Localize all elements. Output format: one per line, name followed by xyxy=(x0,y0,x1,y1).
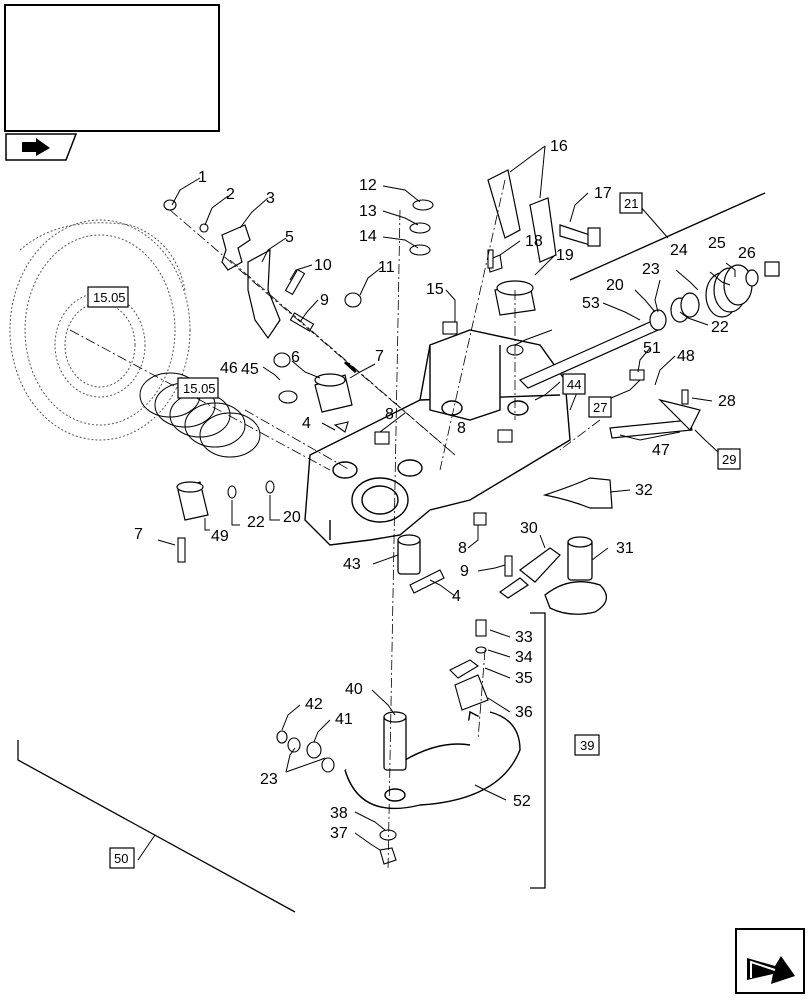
callout-15: 15 xyxy=(426,281,444,298)
callout-9: 9 xyxy=(320,292,329,309)
callout-7a: 7 xyxy=(375,348,384,365)
callout-33: 33 xyxy=(515,629,533,646)
callout-26: 26 xyxy=(738,245,756,262)
callout-46: 46 xyxy=(220,360,238,377)
callout-9b: 9 xyxy=(460,563,469,580)
thumbnail-frame[interactable] xyxy=(4,4,220,132)
callout-48: 48 xyxy=(677,348,695,365)
callout-35: 35 xyxy=(515,670,533,687)
callout-12: 12 xyxy=(359,177,377,194)
callout-8b: 8 xyxy=(457,420,466,437)
lift-body xyxy=(304,329,571,546)
callout-13: 13 xyxy=(359,203,377,220)
callout-23b: 23 xyxy=(260,771,278,788)
callout-18: 18 xyxy=(525,233,543,250)
callout-53: 53 xyxy=(582,295,600,312)
bolt-17 xyxy=(559,224,601,247)
reference-boxes: 15.05 15.05 21 44 27 29 39 50 xyxy=(87,192,741,869)
callout-8c: 8 xyxy=(458,540,467,557)
callout-1: 1 xyxy=(198,169,207,186)
callout-47: 47 xyxy=(652,442,670,459)
cam-30 xyxy=(498,547,561,599)
callout-38: 38 xyxy=(330,805,348,822)
callout-22b: 22 xyxy=(247,514,265,531)
callout-4b: 4 xyxy=(452,588,461,605)
next-page-arrow-icon[interactable] xyxy=(735,928,805,994)
callout-4a: 4 xyxy=(302,415,311,432)
callout-41: 41 xyxy=(335,711,353,728)
callout-labels: 1 2 3 5 10 9 11 12 13 14 16 17 18 19 15 … xyxy=(134,138,756,842)
callout-45: 45 xyxy=(241,361,259,378)
cam-stack-24 xyxy=(649,261,780,331)
callout-51: 51 xyxy=(643,340,661,357)
callout-10: 10 xyxy=(314,257,332,274)
ref-box-15-05b: 15.05 xyxy=(183,381,216,396)
ref-box-44: 44 xyxy=(567,377,581,392)
callout-20b: 20 xyxy=(283,509,301,526)
callout-52: 52 xyxy=(513,793,531,810)
shaft-47 xyxy=(609,398,701,439)
callout-11: 11 xyxy=(378,259,395,276)
callout-24: 24 xyxy=(670,242,688,259)
thumbnail-tab xyxy=(5,133,78,161)
ref-box-27: 27 xyxy=(593,400,607,415)
ref-box-21: 21 xyxy=(624,196,638,211)
group-brackets xyxy=(17,192,766,913)
callout-16: 16 xyxy=(550,138,568,155)
gear-housing-drawing xyxy=(9,219,191,441)
callout-31: 31 xyxy=(616,540,634,557)
bracket-16 xyxy=(487,169,557,263)
callout-23a: 23 xyxy=(642,261,660,278)
callout-14: 14 xyxy=(359,228,377,245)
callout-25: 25 xyxy=(708,235,726,252)
plate-32 xyxy=(542,477,613,509)
callout-6: 6 xyxy=(291,349,300,366)
callout-5: 5 xyxy=(285,229,294,246)
callout-28: 28 xyxy=(718,393,736,410)
callout-42: 42 xyxy=(305,696,323,713)
gear-6 xyxy=(314,373,353,413)
callout-40: 40 xyxy=(345,681,363,698)
callout-43: 43 xyxy=(343,556,361,573)
callout-3: 3 xyxy=(266,190,275,207)
small-parts xyxy=(163,199,689,865)
callout-49: 49 xyxy=(211,528,229,545)
ref-box-39: 39 xyxy=(580,738,594,753)
callout-19: 19 xyxy=(556,247,574,264)
callout-22a: 22 xyxy=(711,319,729,336)
assembly-axes xyxy=(69,179,601,871)
lower-arm xyxy=(344,710,521,810)
latch-3 xyxy=(221,224,251,271)
ref-box-29: 29 xyxy=(722,452,736,467)
callout-20a: 20 xyxy=(606,277,624,294)
ref-box-50: 50 xyxy=(114,851,128,866)
callout-36: 36 xyxy=(515,704,533,721)
callout-8a: 8 xyxy=(385,406,394,423)
callout-2: 2 xyxy=(226,186,235,203)
callout-37: 37 xyxy=(330,825,348,842)
callout-7b: 7 xyxy=(134,526,143,543)
bushing-43 xyxy=(397,534,421,575)
callout-32: 32 xyxy=(635,482,653,499)
gear-49 xyxy=(176,481,209,521)
pin-40 xyxy=(383,711,407,771)
callout-17: 17 xyxy=(594,185,612,202)
callout-34: 34 xyxy=(515,649,533,666)
lever-31 xyxy=(544,536,607,615)
ref-box-15-05a: 15.05 xyxy=(93,290,126,305)
callout-30: 30 xyxy=(520,520,538,537)
latch-5 xyxy=(247,248,281,340)
leader-lines xyxy=(137,145,736,861)
